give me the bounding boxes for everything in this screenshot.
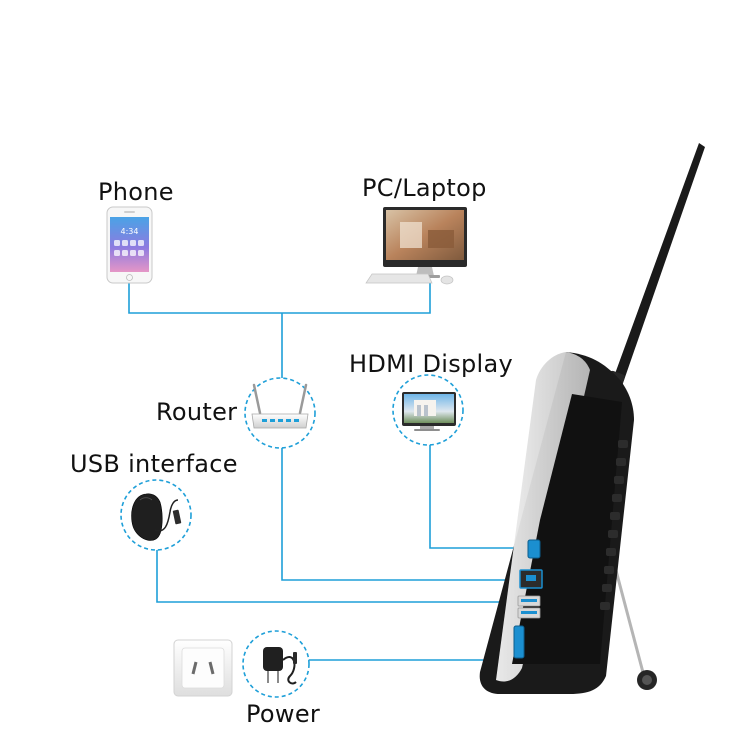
label-router: Router: [156, 398, 238, 426]
phone-icon: 4:34: [106, 206, 153, 284]
monitor-icon: [392, 374, 464, 446]
label-hdmi-display: HDMI Display: [349, 350, 514, 378]
power-adapter-icon: [242, 630, 310, 698]
line-phone: [128, 282, 282, 314]
line-hdmi: [429, 444, 528, 549]
line-pc: [282, 282, 431, 314]
wall-socket-icon: [173, 639, 233, 697]
label-pc-laptop: PC/Laptop: [362, 174, 487, 202]
line-usb: [156, 548, 518, 603]
dc-power-port: [513, 625, 525, 659]
label-power: Power: [246, 700, 321, 728]
connector-lines: [128, 282, 528, 661]
label-usb-interface: USB interface: [70, 450, 238, 478]
phone-screen-time: 4:34: [121, 227, 139, 236]
antenna-icon: [603, 143, 705, 398]
monitor-icon: [365, 207, 467, 285]
line-router-lan: [281, 448, 520, 581]
router-icon: [244, 377, 316, 449]
nvr-device: [479, 143, 705, 694]
hdmi-port: [527, 539, 541, 559]
label-phone: Phone: [98, 178, 174, 206]
mouse-icon: [120, 479, 192, 551]
